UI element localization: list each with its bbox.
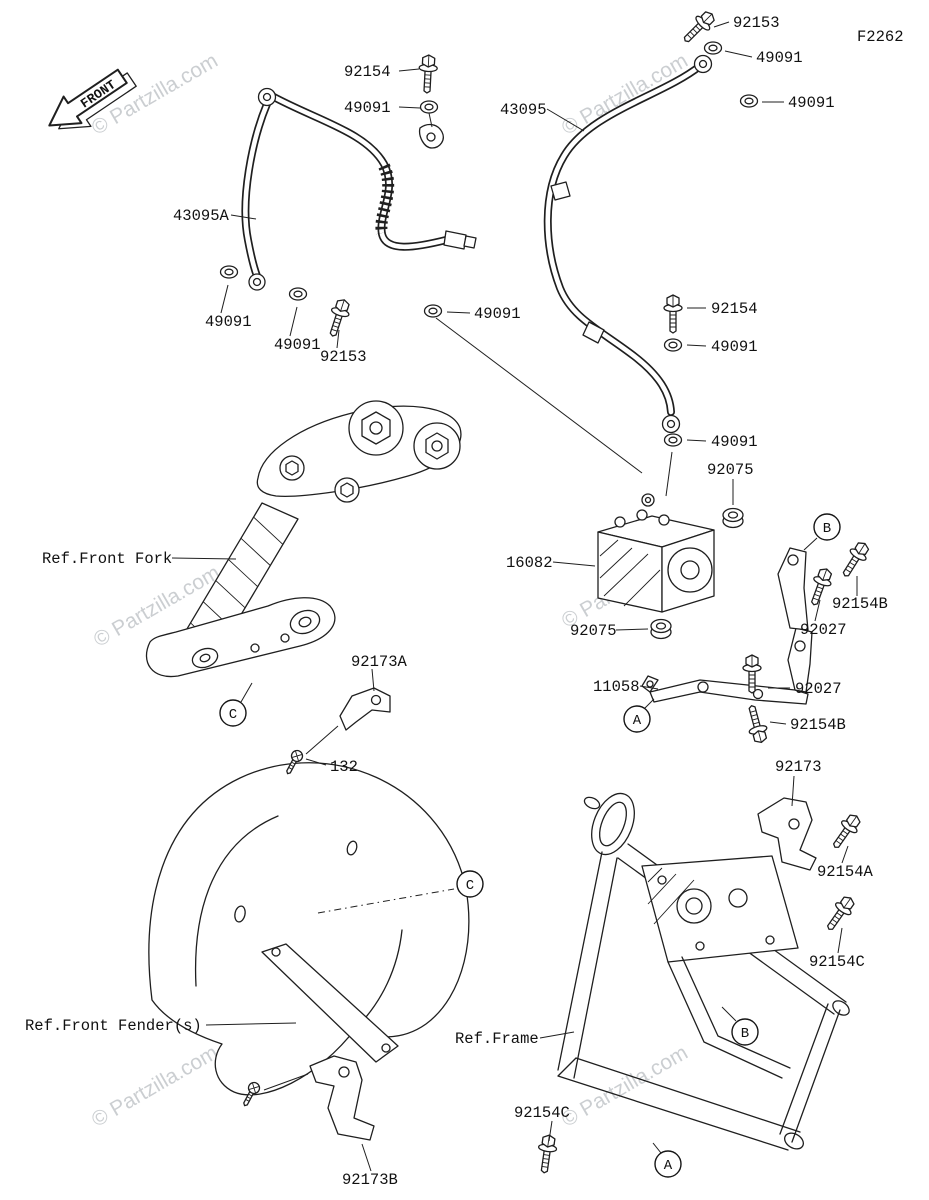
abs-unit-art [597,493,715,613]
hose-43095-art [543,54,713,434]
part-label-49091-right: 49091 [788,94,835,112]
part-label-92153-b: 92153 [320,348,367,366]
part-label-49091-f: 49091 [474,305,521,323]
connector-c-label: C [466,878,474,894]
connector-a-frame: A [654,1150,682,1178]
washer-icon-49091-h [663,433,683,447]
connector-a-label: A [664,1158,673,1174]
part-label-92154-left: 92154 [344,63,391,81]
bracket-92173-art [757,797,817,871]
grommet-icon-92075-a [722,507,744,529]
part-label-43095: 43095 [500,101,547,119]
part-labels: F2262 92153 49091 49091 92154 49091 4309… [25,14,904,1189]
connector-a-label: A [633,713,642,729]
part-label-92173a: 92173A [351,653,408,671]
ref-label-front-fork: Ref.Front Fork [42,550,172,568]
part-label-92154a: 92154A [817,863,874,881]
bolt-icon-92027-a [804,565,836,609]
ref-label-front-fender: Ref.Front Fender(s) [25,1017,202,1035]
connector-b-label: B [741,1026,749,1042]
connector-c-label: C [229,707,237,723]
part-label-49091-e: 49091 [274,336,321,354]
bolt-icon-92153-top [678,6,720,48]
hose-clamp [418,123,444,149]
bolt-icon-92154a [826,810,865,854]
washer-icon-49091-top [703,41,723,55]
watermark: © Partzilla.com [558,49,692,140]
hose-43095a-art [241,87,477,291]
connector-b-frame: B [731,1018,759,1046]
connector-a-bracket: A [623,705,651,733]
watermark: © Partzilla.com [88,1041,222,1132]
part-label-92075-b: 92075 [570,622,617,640]
washer-icon-49091-g [663,338,683,352]
part-label-132: 132 [330,758,358,776]
connector-b-label: B [823,521,831,537]
washer-icon-49091-f [423,304,443,318]
part-label-92075-a: 92075 [707,461,754,479]
grommet-icon-92075-b [650,618,672,640]
washer-icon-49091-d [219,265,239,279]
bolt-icon-92154c-a [820,892,859,936]
part-label-49091-h: 49091 [711,433,758,451]
connector-c-fender: C [456,870,484,898]
bracket-11058-art [641,547,813,705]
part-label-92173: 92173 [775,758,822,776]
part-label-92154c-a: 92154C [809,953,865,971]
bolt-icon-92154c-b [534,1133,559,1175]
part-label-92154-right: 92154 [711,300,758,318]
part-label-92154c-b: 92154C [514,1104,570,1122]
part-label-49091-g: 49091 [711,338,758,356]
connector-b-bracket: B [813,513,841,541]
watermark: © Partzilla.com [558,1041,692,1132]
fender-stay [261,943,399,1063]
washer-icon-49091-left [419,100,439,114]
connector-c-fork: C [219,699,247,727]
ref-label-frame: Ref.Frame [455,1030,539,1048]
washer-icon-49091-right [739,94,759,108]
part-label-92027-a: 92027 [800,621,847,639]
part-label-92154b-a: 92154B [832,595,888,613]
part-label-43095a: 43095A [173,207,230,225]
bolt-icon-92154b-b [742,702,771,746]
front-fork-art [145,400,462,678]
part-label-92027-b: 92027 [795,680,842,698]
bolt-icon-92154-left [417,53,439,95]
part-label-92173b: 92173B [342,1171,398,1189]
diagram-code: F2262 [857,28,904,46]
bolt-icon-92154-right [663,294,683,334]
part-label-92153-top: 92153 [733,14,780,32]
part-label-92154b-b: 92154B [790,716,846,734]
part-label-11058: 11058 [593,678,640,696]
washer-icon-49091-e [288,287,308,301]
front-fender-art [148,762,470,1096]
part-label-16082: 16082 [506,554,553,572]
bracket-92173b-art [309,1055,375,1141]
part-label-49091-left: 49091 [344,99,391,117]
bolt-icon-92154b-a [836,538,874,582]
leader-lines [171,21,858,1172]
part-label-49091-d: 49091 [205,313,252,331]
part-label-49091-top: 49091 [756,49,803,67]
bracket-92173a-art [339,687,391,731]
frame-art [557,792,850,1151]
